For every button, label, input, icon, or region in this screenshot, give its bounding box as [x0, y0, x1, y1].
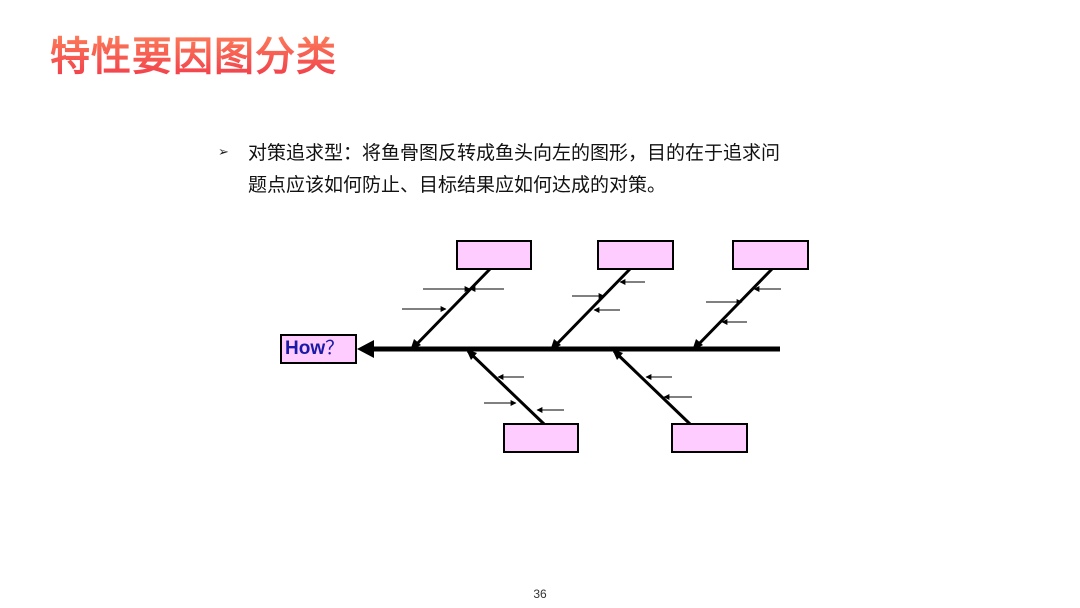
- page-number: 36: [533, 587, 547, 601]
- lower-bone-2: [612, 349, 692, 426]
- upper-bone-1: [410, 267, 492, 351]
- lower-bone-2-arrowhead: [612, 349, 623, 360]
- bullet-paragraph: ➢ 对策追求型：将鱼骨图反转成鱼头向左的图形，目的在于追求问 题点应该如何防止、…: [218, 137, 898, 201]
- upper-bone-2-arrowhead: [550, 339, 561, 351]
- cause-box-bottom-2: [671, 423, 748, 453]
- cause-box-top-3: [732, 240, 809, 270]
- upper-bone-3-arrowhead: [692, 339, 703, 351]
- bullet-line-1: 对策追求型：将鱼骨图反转成鱼头向左的图形，目的在于追求问: [248, 142, 781, 164]
- upper-bone-1-arrowhead: [410, 339, 421, 351]
- lower-bone-1: [466, 349, 546, 426]
- page-title: 特性要因图分类: [50, 24, 337, 82]
- head-label: How？: [285, 338, 344, 359]
- upper-bone-3: [692, 267, 774, 351]
- head-box: [280, 334, 357, 364]
- cause-box-top-2: [597, 240, 674, 270]
- upper-bone-2: [550, 267, 632, 351]
- bullet-line-2: 题点应该如何防止、目标结果应如何达成的对策。: [248, 174, 667, 196]
- arrow-bullet-icon: ➢: [218, 145, 229, 160]
- cause-box-bottom-1: [503, 423, 579, 453]
- spine-arrowhead: [357, 340, 374, 358]
- cause-box-top-1: [456, 240, 532, 270]
- lower-bone-1-arrowhead: [466, 349, 477, 360]
